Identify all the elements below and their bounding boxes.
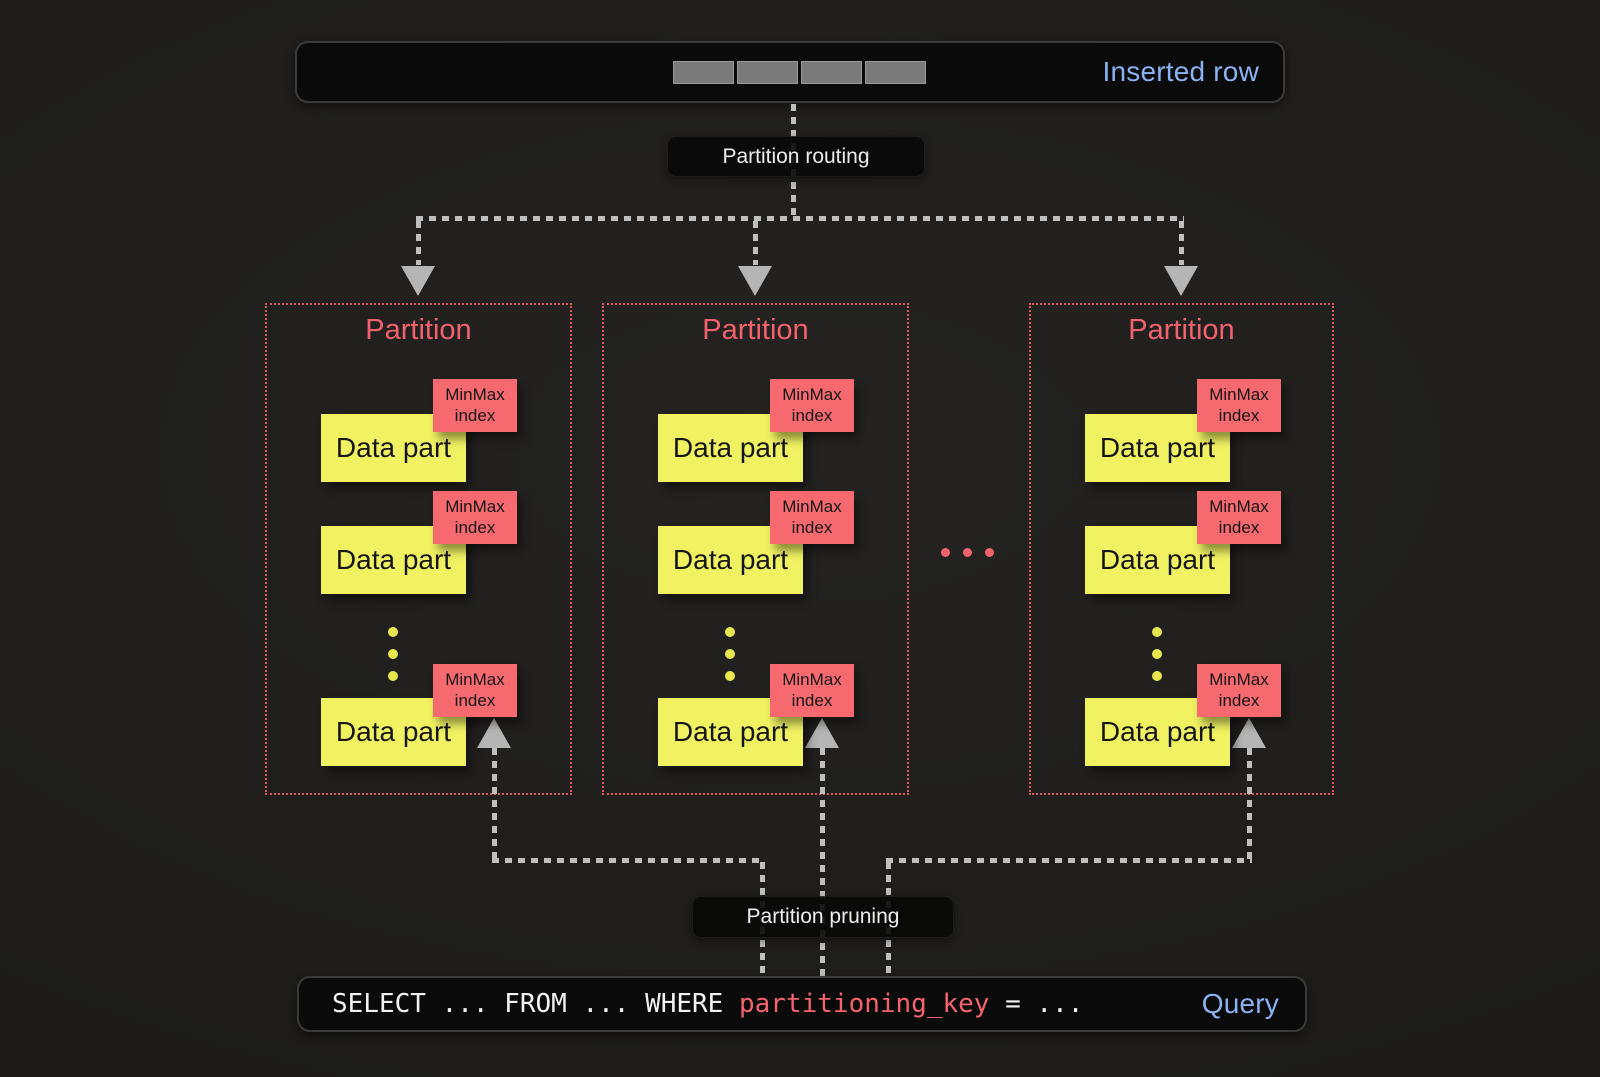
pruning-riser-line-3 <box>1247 748 1252 860</box>
more-parts-dot <box>725 671 735 681</box>
more-parts-dot <box>725 649 735 659</box>
partition-pruning-label: Partition pruning <box>692 896 954 938</box>
inserted-row-bar: Inserted row <box>295 41 1285 103</box>
more-parts-dot <box>1152 649 1162 659</box>
partitions-ellipsis-dot <box>941 548 950 557</box>
pruning-riser-line-1 <box>492 748 497 860</box>
query-sql-text: SELECT ... FROM ... WHERE partitioning_k… <box>332 989 1083 1019</box>
arrow-down-icon <box>738 266 772 296</box>
minmax-index-badge: MinMax index <box>770 491 854 544</box>
pruning-elbow-line-left <box>492 858 765 863</box>
more-parts-dot <box>1152 671 1162 681</box>
partition-title: Partition <box>1128 314 1235 346</box>
data-part-box: Data part <box>321 698 466 766</box>
sql-before: SELECT ... FROM ... WHERE <box>332 989 739 1019</box>
minmax-index-badge: MinMax index <box>433 664 517 717</box>
query-label: Query <box>1201 988 1279 1019</box>
routing-drop-line-2 <box>753 221 758 265</box>
partition-title: Partition <box>702 314 809 346</box>
minmax-index-badge: MinMax index <box>1197 664 1281 717</box>
inserted-row-label: Inserted row <box>1102 56 1259 87</box>
more-parts-dot <box>388 671 398 681</box>
partition-title: Partition <box>365 314 472 346</box>
minmax-index-badge: MinMax index <box>770 664 854 717</box>
partition-routing-label: Partition routing <box>667 136 925 177</box>
sql-partitioning-key: partitioning_key <box>739 989 990 1019</box>
row-cell <box>737 61 798 84</box>
data-part-box: Data part <box>1085 414 1230 482</box>
arrow-up-icon <box>805 718 839 748</box>
minmax-index-badge: MinMax index <box>1197 379 1281 432</box>
arrow-up-icon <box>477 718 511 748</box>
minmax-index-badge: MinMax index <box>1197 491 1281 544</box>
sql-after: = ... <box>989 989 1084 1019</box>
partition-box-3: Partition MinMax index Data part MinMax … <box>1029 303 1334 795</box>
arrow-down-icon <box>401 266 435 296</box>
pruning-elbow-line-right <box>886 858 1252 863</box>
more-parts-dot <box>1152 627 1162 637</box>
row-cell <box>865 61 926 84</box>
minmax-index-badge: MinMax index <box>770 379 854 432</box>
partition-box-2: Partition MinMax index Data part MinMax … <box>602 303 909 795</box>
more-parts-dot <box>388 649 398 659</box>
partitions-ellipsis-dot <box>985 548 994 557</box>
inserted-row-cells <box>673 61 926 84</box>
more-parts-dot <box>388 627 398 637</box>
pruning-riser-line-2 <box>820 748 825 976</box>
routing-branch-line <box>416 216 1184 221</box>
more-parts-dot <box>725 627 735 637</box>
minmax-index-badge: MinMax index <box>433 491 517 544</box>
arrow-up-icon <box>1232 718 1266 748</box>
partition-box-1: Partition MinMax index Data part MinMax … <box>265 303 572 795</box>
routing-drop-line-1 <box>416 221 421 265</box>
row-cell <box>801 61 862 84</box>
arrow-down-icon <box>1164 266 1198 296</box>
row-cell <box>673 61 734 84</box>
minmax-index-badge: MinMax index <box>433 379 517 432</box>
routing-drop-line-3 <box>1179 221 1184 265</box>
partitions-ellipsis-dot <box>963 548 972 557</box>
query-bar: SELECT ... FROM ... WHERE partitioning_k… <box>297 976 1307 1032</box>
